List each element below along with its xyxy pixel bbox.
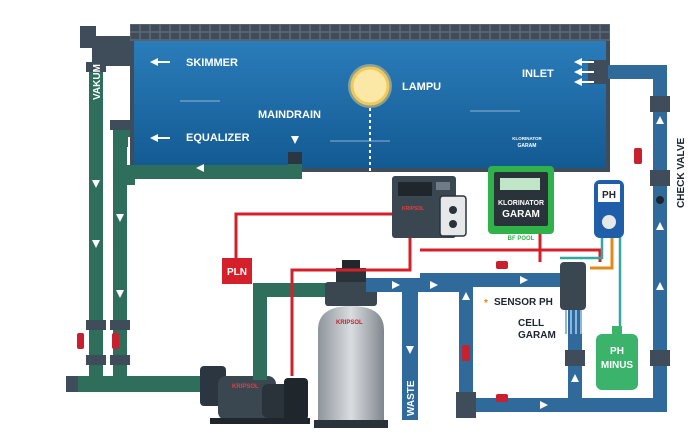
pump-filter-pipe — [253, 283, 330, 380]
suction-valves[interactable] — [77, 333, 119, 349]
valve-return[interactable] — [634, 148, 642, 164]
sensor-ph-marker: * — [484, 298, 488, 309]
control-panel: KRIPSOL — [392, 176, 467, 238]
ph-controller: PH — [594, 180, 624, 238]
flow-arrows — [92, 58, 664, 409]
check-valve-marker — [656, 196, 664, 204]
arrow-equalizer — [150, 134, 170, 142]
maindrain-label: MAINDRAIN — [258, 109, 321, 121]
cell-label-1: CELL — [518, 318, 544, 329]
ph-minus-tank: PH MINUS — [596, 326, 638, 390]
maindrain-box — [288, 152, 302, 164]
valve-bypass-vertical[interactable] — [462, 345, 470, 361]
valve-bypass[interactable] — [496, 394, 508, 402]
inlet-label: INLET — [522, 68, 554, 80]
equalizer-label: EQUALIZER — [186, 132, 250, 144]
return-couplings — [456, 60, 670, 418]
arrow-inlet-1 — [574, 58, 594, 66]
suction-header — [66, 376, 218, 392]
vakum-label: VAKUM — [92, 64, 103, 100]
pool-tile-border — [130, 24, 610, 41]
lamp-light — [350, 66, 390, 106]
remote-control — [439, 195, 467, 237]
water-highlights — [180, 100, 520, 142]
bypass-return-pipe — [459, 65, 667, 412]
pump-body — [218, 376, 276, 420]
klorinator-device: KLORINATOR GARAM BF POOL — [488, 166, 554, 242]
filter-tank — [318, 306, 384, 420]
bfpool-label: BF POOL — [508, 236, 535, 242]
maindrain-pipe — [121, 164, 302, 185]
arrow-skimmer — [150, 58, 170, 66]
valve-cell-inlet[interactable] — [496, 261, 508, 269]
ph-minus-container — [596, 334, 638, 390]
pool-wall-klorinator-2: GARAM — [518, 143, 537, 149]
klorinator-device-label-1: KLORINATOR — [498, 200, 544, 207]
ph-device-label: PH — [602, 190, 616, 201]
valve-equalizer[interactable] — [112, 333, 119, 349]
ph-dosing-line — [590, 236, 614, 270]
pump: KRIPSOL — [200, 366, 310, 424]
pln-panel — [222, 258, 252, 284]
lamp-cable — [369, 108, 381, 199]
lamp — [348, 64, 392, 199]
pool-wall-klorinator-1: KLORINATOR — [512, 136, 542, 141]
control-brand: KRIPSOL — [402, 206, 424, 212]
pln-label: PLN — [227, 267, 247, 278]
check-valve-label: CHECK VALVE — [676, 137, 687, 208]
skimmer-label: SKIMMER — [186, 57, 238, 69]
ph-minus-label-2: MINUS — [601, 360, 634, 371]
cell-label-2: GARAM — [518, 330, 556, 341]
sensor-ph-label: SENSOR PH — [494, 297, 553, 308]
salt-cell — [560, 262, 586, 310]
pln-box: PLN — [222, 258, 252, 284]
cell-garam — [560, 262, 586, 334]
arrow-inlet-2 — [574, 68, 594, 76]
return-valves[interactable] — [462, 148, 642, 402]
pipe-couplings — [86, 62, 130, 365]
valve-vakum[interactable] — [77, 333, 84, 349]
skimmer-box — [92, 36, 130, 66]
lampu-label: LAMPU — [402, 81, 441, 93]
ph-minus-label-1: PH — [610, 346, 624, 357]
klorinator-device-label-2: GARAM — [502, 209, 540, 220]
waste-label: WASTE — [406, 380, 417, 416]
arrow-inlet-3 — [574, 78, 594, 86]
filter-brand: KRIPSOL — [336, 320, 363, 326]
ph-sensor-line — [560, 236, 622, 332]
pump-brand: KRIPSOL — [232, 384, 259, 390]
